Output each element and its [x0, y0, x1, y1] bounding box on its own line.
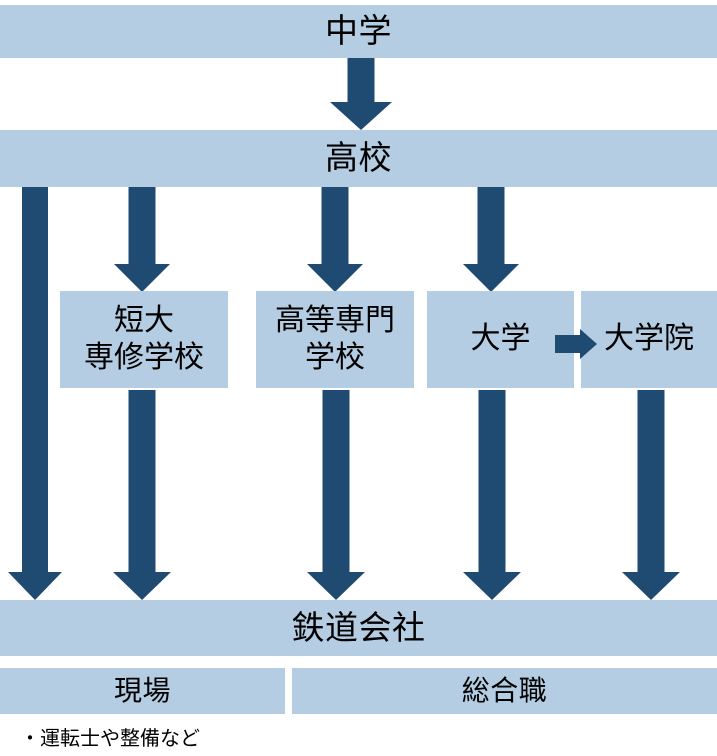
arrow-head [463, 572, 521, 600]
arrow-head [8, 572, 62, 600]
band-railway-company: 鉄道会社 [0, 600, 717, 656]
track-general-label: 総合職 [461, 675, 548, 707]
arrow-head [330, 102, 392, 130]
field-track-note: ・運転士や整備など [20, 728, 200, 750]
arrow-down-icon-high-school-to-technical-college [307, 187, 363, 292]
band-high-school: 高校 [0, 130, 717, 187]
arrow-head [463, 264, 519, 292]
connector-bar-icon-high-school-direct [22, 187, 48, 572]
arrow-shaft [478, 390, 506, 572]
track-general[interactable]: 総合職 [292, 668, 717, 714]
node-university[interactable]: 大学 [427, 291, 574, 388]
arrow-head [307, 572, 365, 600]
band-high-school-label: 高校 [325, 139, 392, 177]
arrow-head [622, 572, 680, 600]
arrow-down-icon-graduate-school-to-company [622, 390, 680, 600]
arrow-down-icon-technical-college-to-company [307, 390, 365, 600]
track-field[interactable]: 現場 [0, 668, 285, 714]
track-field-label: 現場 [113, 675, 171, 707]
arrow-right-icon-university-to-graduate-school [555, 329, 597, 359]
arrow-down-icon-university-to-company [463, 390, 521, 600]
arrow-shaft [477, 187, 505, 264]
band-junior-high: 中学 [0, 5, 717, 58]
arrow-down-icon-junior-college-to-company [113, 390, 171, 600]
arrow-shaft [321, 187, 349, 264]
arrow-shaft [637, 390, 665, 572]
arrow-down-icon-junior-high-to-high-school [330, 58, 392, 130]
arrow-down-icon-high-school-to-junior-college [114, 187, 170, 292]
arrow-down-icon-high-school-to-company [8, 572, 62, 600]
arrow-head [307, 264, 363, 292]
node-junior-college[interactable]: 短大 専修学校 [60, 291, 228, 388]
node-graduate-school[interactable]: 大学院 [581, 291, 717, 388]
node-technical-college-label: 高等専門 学校 [275, 303, 395, 374]
arrow-shaft [555, 335, 580, 353]
node-technical-college[interactable]: 高等専門 学校 [256, 291, 414, 388]
arrow-shaft [128, 390, 156, 572]
arrow-down-icon-high-school-to-university [463, 187, 519, 292]
node-junior-college-label: 短大 専修学校 [84, 303, 204, 374]
band-railway-company-label: 鉄道会社 [291, 608, 426, 646]
node-university-label: 大学 [470, 322, 531, 356]
arrow-shaft [128, 187, 156, 264]
arrow-head [113, 572, 171, 600]
arrow-head [114, 264, 170, 292]
node-graduate-school-label: 大学院 [604, 322, 694, 356]
arrow-head [580, 329, 597, 359]
arrow-shaft [322, 390, 350, 572]
arrow-shaft [347, 58, 375, 102]
band-junior-high-label: 中学 [325, 12, 392, 50]
